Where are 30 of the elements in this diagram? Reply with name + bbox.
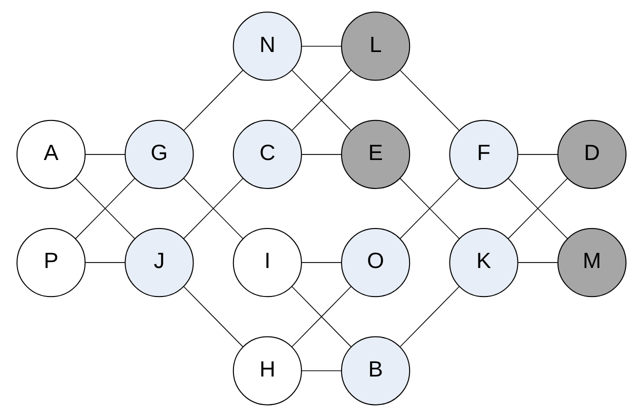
node-circle: N bbox=[232, 12, 302, 81]
node-circle: K bbox=[449, 228, 518, 298]
node-circle: L bbox=[341, 12, 410, 81]
node-circle: P bbox=[16, 228, 86, 298]
node-circle: D bbox=[557, 120, 626, 189]
node-circle: A bbox=[16, 120, 86, 189]
node-circle: H bbox=[232, 336, 302, 406]
connector bbox=[292, 70, 352, 131]
node-circle: E bbox=[341, 120, 410, 189]
connector bbox=[292, 286, 352, 348]
node-circle: O bbox=[341, 228, 410, 298]
connector bbox=[84, 262, 126, 263]
connector bbox=[301, 46, 342, 47]
node-circle: M bbox=[557, 228, 626, 298]
connector bbox=[518, 154, 558, 155]
connector bbox=[400, 286, 460, 348]
connector bbox=[301, 370, 342, 372]
connector bbox=[518, 262, 558, 263]
node-circle: G bbox=[124, 120, 194, 189]
connector bbox=[301, 262, 342, 263]
node-circle: B bbox=[341, 336, 410, 406]
connector bbox=[183, 286, 244, 348]
node-circle: I bbox=[232, 228, 302, 298]
connector bbox=[183, 70, 244, 131]
connector bbox=[84, 154, 126, 155]
connector bbox=[301, 154, 342, 155]
node-circle: F bbox=[449, 120, 518, 189]
node-circle: C bbox=[232, 120, 302, 189]
connector bbox=[400, 70, 460, 131]
node-circle: J bbox=[124, 228, 194, 298]
